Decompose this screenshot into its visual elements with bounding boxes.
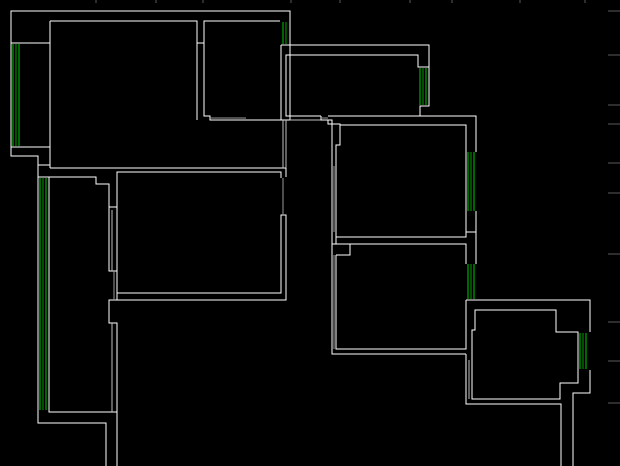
right-block-walls bbox=[246, 44, 591, 466]
left-block-walls bbox=[10, 10, 291, 466]
door-openings bbox=[113, 117, 335, 349]
windows bbox=[12, 22, 587, 410]
right-ruler bbox=[608, 10, 620, 404]
top-ruler bbox=[95, 0, 586, 3]
